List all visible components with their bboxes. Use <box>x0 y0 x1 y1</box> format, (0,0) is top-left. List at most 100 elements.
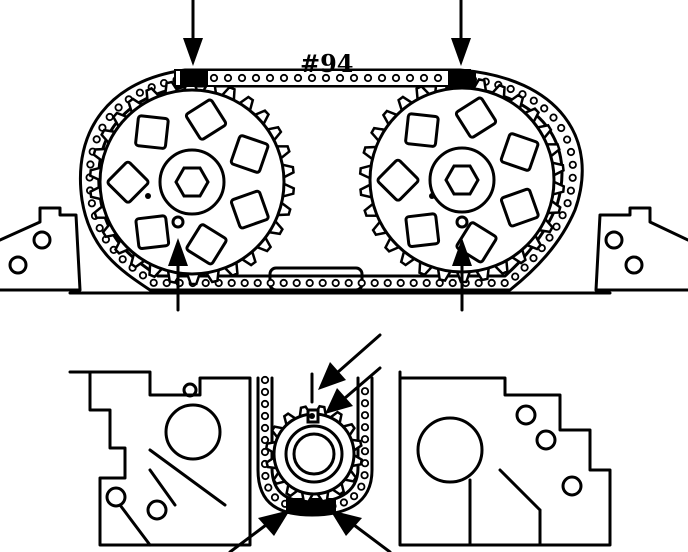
lower-chain-link <box>260 435 270 445</box>
upper-chain-link <box>562 135 572 144</box>
upper-chain-outer <box>79 68 584 292</box>
left-sprocket-window <box>229 134 270 174</box>
left-sprocket-windows <box>106 98 270 266</box>
upper-chain-top-link <box>237 73 247 83</box>
upper-chain-top-link <box>209 73 219 83</box>
left-head-casting <box>0 206 82 292</box>
upper-chain-link <box>279 278 288 288</box>
upper-chain-link <box>227 278 236 288</box>
upper-chain-link <box>86 160 95 169</box>
lower-block-right-bore <box>416 416 484 484</box>
upper-chain-link <box>422 278 431 288</box>
lower-chain-link <box>360 387 370 396</box>
upper-chain-link <box>409 278 418 288</box>
upper-chain-link <box>357 278 366 288</box>
upper-chain-link <box>529 254 538 263</box>
upper-chain-link <box>138 271 148 280</box>
lower-block-right-hole-b <box>535 429 557 451</box>
lower-chain-link <box>260 387 270 397</box>
upper-chain-link <box>344 278 353 288</box>
upper-chain-link <box>135 88 144 97</box>
right-camshaft-sprocket <box>358 76 566 284</box>
lower-chain-link <box>360 459 370 468</box>
upper-chain-top-link <box>349 73 359 83</box>
lower-block-right-hole-c <box>561 475 583 497</box>
upper-chain-link <box>318 278 327 288</box>
upper-chain-link <box>568 160 577 169</box>
left-bottom-arrow <box>168 238 188 312</box>
upper-chain-link <box>566 147 576 157</box>
upper-chain-top-link <box>321 73 331 83</box>
right-sprocket-window <box>454 96 498 139</box>
upper-chain-top-link <box>307 73 317 83</box>
upper-chain-link <box>201 278 210 288</box>
lower-block-right-hole-a <box>515 404 537 426</box>
upper-chain-link <box>568 173 577 182</box>
lower-upper-arrow-a <box>318 333 382 390</box>
upper-chain-link <box>545 233 554 242</box>
upper-chain-link <box>105 112 114 122</box>
lower-chain-link <box>360 399 370 408</box>
crank-sprocket-inner <box>292 432 336 476</box>
right-head-bolt-hole-top <box>604 230 624 250</box>
left-head-bolt-hole-bottom <box>8 255 28 275</box>
left-sprocket-window <box>106 160 150 204</box>
upper-chain-top-link <box>391 73 401 83</box>
upper-chain-link <box>506 84 515 94</box>
upper-chain-link <box>552 222 561 231</box>
upper-chain-link <box>540 104 549 113</box>
left-sprocket-bolt <box>174 166 210 198</box>
crankshaft-sprocket <box>264 404 364 504</box>
upper-chain-link <box>331 278 340 288</box>
upper-chain-top-link <box>419 73 429 83</box>
upper-chain-link <box>118 255 127 264</box>
upper-chain-top-link <box>293 73 303 83</box>
upper-chain-link <box>383 278 392 288</box>
left-top-arrow <box>183 0 203 66</box>
lower-block-left-bore <box>164 403 222 461</box>
chain-label: #94 <box>300 49 354 78</box>
lower-chain-link <box>260 375 270 385</box>
upper-chain-link <box>240 278 249 288</box>
lower-block-right-rib <box>468 468 542 547</box>
lower-chain-link <box>360 471 369 480</box>
upper-chain-link <box>563 199 572 208</box>
upper-chain-link <box>253 278 262 288</box>
upper-chain-link <box>529 96 538 105</box>
lower-chain-link <box>261 471 270 481</box>
lower-block-left-outline <box>68 370 252 547</box>
upper-chain-link <box>500 278 509 288</box>
upper-chain-top-link <box>405 73 415 83</box>
left-sprocket-window <box>134 214 171 250</box>
lower-chain-link <box>260 423 270 433</box>
upper-chain-link <box>549 113 558 122</box>
lower-chain-timing-mark <box>286 498 336 514</box>
upper-chain-top-link <box>335 73 345 83</box>
upper-chain-top-links <box>209 73 443 83</box>
right-head-bolt-hole-bottom <box>624 255 644 275</box>
right-sprocket-window <box>404 112 440 148</box>
upper-chain-top-link <box>223 73 233 83</box>
left-sprocket-window <box>185 223 228 266</box>
lower-block-left-rib <box>118 448 227 547</box>
upper-chain-link <box>292 278 301 288</box>
upper-chain-top-link <box>433 73 443 83</box>
upper-chain-top-link <box>265 73 275 83</box>
lower-block-left-hole-a <box>105 486 127 508</box>
left-chain-timing-mark-top <box>180 71 208 87</box>
lower-block-left-hole-c <box>182 382 198 398</box>
upper-chain-link <box>558 211 567 220</box>
lower-block-left-hole-b <box>146 499 168 521</box>
right-sprocket-window <box>376 158 420 202</box>
left-head-bolt-hole-top <box>32 230 52 250</box>
right-bottom-arrow <box>452 238 472 312</box>
upper-chain-link <box>370 278 379 288</box>
left-camshaft-sprocket <box>88 78 296 286</box>
right-sprocket-bolt <box>444 164 480 196</box>
upper-chain-link <box>511 272 520 281</box>
left-sprocket-timing-hole <box>171 215 185 229</box>
right-top-arrow <box>451 0 471 66</box>
upper-chain-link <box>487 278 496 288</box>
